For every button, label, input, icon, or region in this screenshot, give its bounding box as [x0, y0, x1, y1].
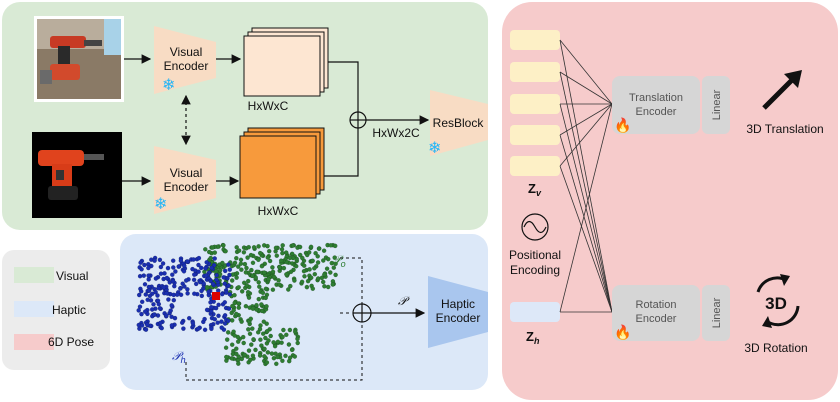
legend-pose-label: 6D Pose: [48, 335, 94, 349]
linear-bottom: [702, 285, 730, 341]
feature-top-dims: HxWxC: [248, 99, 289, 113]
concat-dims: HxWx2C: [372, 126, 420, 140]
haptic-encoder: [428, 276, 488, 348]
legend-visual-swatch: [14, 267, 54, 283]
p-label: 𝒫: [398, 294, 410, 308]
resblock-label: ResBlock: [433, 116, 485, 130]
visual-token: [510, 30, 560, 50]
translation-encoder: [612, 76, 700, 134]
resblock: [430, 90, 488, 156]
visual-token: [510, 94, 560, 114]
visual-token: [510, 62, 560, 82]
rgb-image: [34, 16, 124, 102]
feature-map-bottom: [239, 127, 325, 199]
legend-haptic-label: Haptic: [52, 303, 86, 317]
linear-bottom-label: Linear: [711, 297, 723, 328]
token-connections: [559, 39, 613, 313]
visual-encoder-top: [154, 26, 216, 94]
legend-pose-swatch: [14, 334, 54, 350]
feature-bottom-dims: HxWxC: [258, 204, 299, 218]
visual-encoder-bottom: [154, 146, 216, 214]
snowflake-icon: ❄: [428, 140, 441, 157]
visual-token-stack: [510, 30, 560, 176]
legend-haptic-swatch: [14, 301, 54, 317]
fire-icon: 🔥: [614, 117, 631, 134]
positional-encoding-icon: [521, 213, 549, 241]
contact-point-marker: [212, 292, 220, 300]
fire-icon: 🔥: [614, 324, 631, 341]
haptic-token: [510, 302, 560, 322]
visual-token: [510, 125, 560, 145]
rotation-encoder: [612, 285, 700, 341]
linear-top: [702, 76, 730, 134]
z-v-label: Zv: [528, 181, 542, 198]
p-h-label: 𝒫h: [172, 349, 186, 365]
legend-visual-label: Visual: [56, 269, 88, 283]
translation-arrow-icon: [762, 74, 798, 110]
rotation-icon: [756, 274, 800, 328]
linear-top-label: Linear: [711, 89, 723, 120]
snowflake-icon: ❄: [162, 77, 175, 94]
masked-drill-image: [32, 132, 122, 218]
rotation-output-label: 3D Rotation: [744, 341, 807, 355]
translation-output-label: 3D Translation: [746, 122, 823, 136]
z-h-label: Zh: [526, 329, 540, 346]
visual-token: [510, 156, 560, 176]
point-cloud: [136, 242, 338, 367]
feature-map-top: [243, 27, 329, 97]
p-o-label: 𝒫o: [332, 253, 346, 269]
snowflake-icon: ❄: [154, 196, 167, 213]
rotation-icon-text: 3D: [765, 294, 787, 313]
